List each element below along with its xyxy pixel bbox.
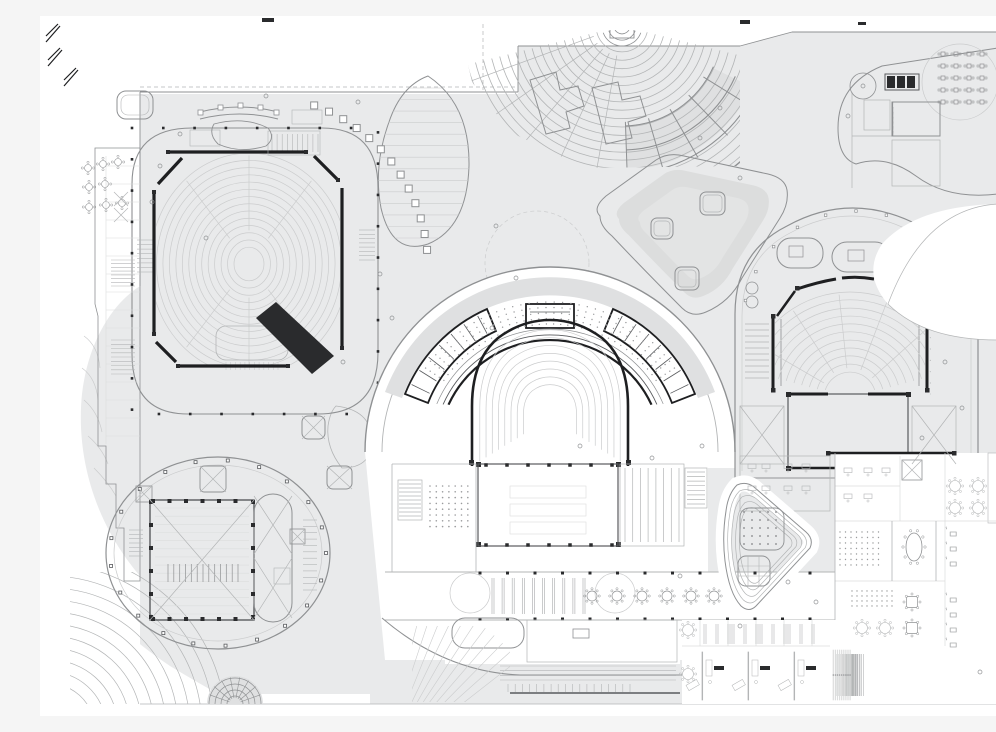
opera-horseshoe-wall — [505, 361, 595, 446]
planter — [116, 90, 154, 120]
plaza-path — [873, 204, 996, 340]
opera-horseshoe-wall — [486, 338, 614, 458]
escalator-hatch — [891, 101, 894, 137]
tree-dots — [149, 83, 983, 675]
amphitheatre-stage — [609, 30, 635, 39]
amphitheatre-terrace-steps — [624, 66, 740, 168]
service-wing — [94, 147, 141, 582]
canopy-skylight — [650, 191, 726, 291]
plaza-skylight — [301, 415, 326, 440]
drama-seating-fan — [775, 291, 925, 390]
landscape-terrace-arcs — [70, 572, 225, 704]
opera-stalls — [480, 330, 620, 461]
landscape-fan — [412, 626, 510, 702]
office-wing — [678, 451, 996, 704]
opera-balcony-front — [436, 328, 664, 406]
multifunction-hall — [105, 456, 331, 650]
entrance-canopy — [197, 102, 280, 150]
plaza-skylight — [326, 465, 353, 490]
opera-horseshoe-wall — [511, 369, 589, 442]
concert-heavy-walls — [152, 150, 344, 374]
central-canopy — [596, 154, 788, 315]
opera-horseshoe-wall — [517, 377, 583, 438]
opera-seat-dots — [424, 301, 676, 382]
opera-horseshoe-wall — [523, 385, 576, 435]
drama-service-rooms — [745, 323, 931, 395]
opera-horseshoe-wall — [480, 330, 620, 461]
wing-rooms — [80, 154, 140, 437]
cafe-tables — [937, 51, 988, 105]
courtyard-triangle — [723, 482, 812, 610]
bollard-arc — [310, 101, 432, 254]
opera-horseshoe-wall — [470, 318, 630, 466]
concert-hall — [80, 101, 432, 582]
courtyard-planting — [728, 489, 807, 602]
office-rooms-furniture — [678, 463, 988, 684]
floor-plan — [40, 16, 996, 716]
workstation-rows — [945, 526, 957, 648]
sheet-corner-hatch — [45, 18, 866, 87]
administration-block — [837, 43, 996, 341]
opera-horseshoe-wall — [492, 345, 607, 453]
opera-horseshoe-wall — [499, 353, 602, 449]
floor-plan-canvas — [40, 16, 996, 716]
plaza-objects — [116, 90, 590, 705]
opera-side-rooms — [399, 468, 705, 542]
cross-braces — [113, 191, 957, 621]
